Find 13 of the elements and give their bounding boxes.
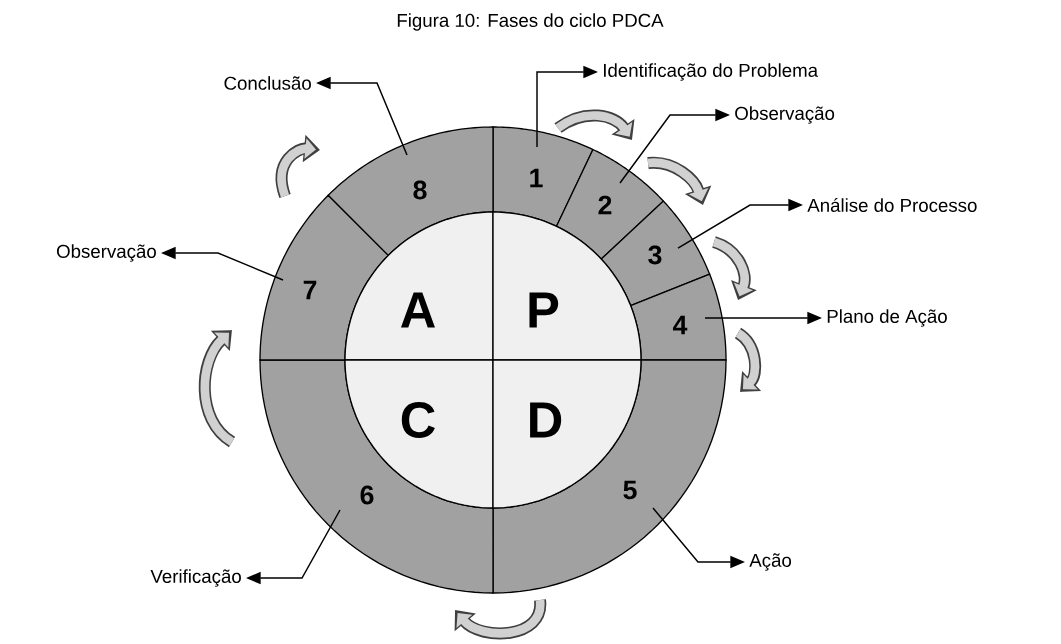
- ring-segment: 4: [629, 273, 727, 361]
- phase-label: Identificação do Problema: [604, 63, 819, 81]
- phase-label: Observação: [735, 106, 835, 124]
- phase-label: Ação: [749, 553, 792, 571]
- quadrant: A: [344, 211, 494, 361]
- ring-segment: 8: [327, 126, 494, 257]
- figure-title: Figura 10: Fases do ciclo PDCA: [397, 13, 664, 31]
- phase-label: Verificação: [150, 569, 241, 587]
- phase-label: Análise do Processo: [807, 198, 977, 212]
- phase-label: Observação: [56, 244, 156, 262]
- phase-label: Conclusão: [224, 76, 311, 90]
- ring-segment: 7: [259, 194, 390, 361]
- phase-label: Plano de Ação: [827, 309, 947, 327]
